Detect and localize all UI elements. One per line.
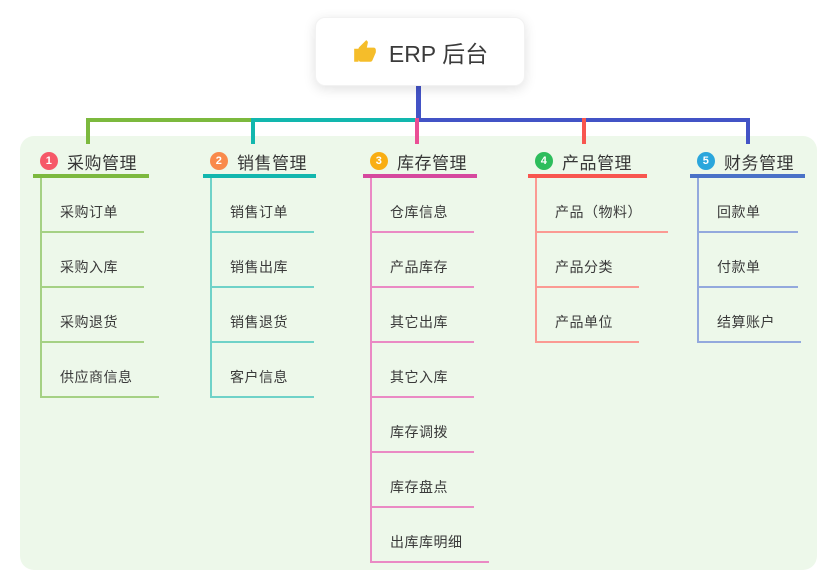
child-node[interactable]: 其它入库 xyxy=(372,343,474,398)
child-list: 产品（物料）产品分类产品单位 xyxy=(535,178,668,343)
branch-label: 产品管理 xyxy=(562,153,632,173)
child-list: 回款单付款单结算账户 xyxy=(697,178,805,343)
root-title: ERP 后台 xyxy=(388,40,489,67)
root-node[interactable]: ERP 后台 xyxy=(315,17,525,86)
child-node[interactable]: 回款单 xyxy=(699,178,798,233)
branch-title[interactable]: 2 销售管理 xyxy=(203,148,316,178)
child-node[interactable]: 销售出库 xyxy=(212,233,314,288)
branch-title[interactable]: 3 库存管理 xyxy=(363,148,477,178)
child-list: 销售订单销售出库销售退货客户信息 xyxy=(210,178,316,398)
branch-badge: 5 xyxy=(697,152,715,170)
branch-badge: 1 xyxy=(40,152,58,170)
branch-label: 库存管理 xyxy=(397,153,467,173)
child-list: 仓库信息产品库存其它出库其它入库库存调拨库存盘点出库库明细 xyxy=(370,178,489,563)
child-node[interactable]: 采购入库 xyxy=(42,233,144,288)
child-node[interactable]: 供应商信息 xyxy=(42,343,159,398)
branch-badge: 4 xyxy=(535,152,553,170)
branch-label: 销售管理 xyxy=(237,153,307,173)
branch-1: 1 采购管理采购订单采购入库采购退货供应商信息 xyxy=(33,148,159,398)
child-node[interactable]: 仓库信息 xyxy=(372,178,474,233)
branch-label: 财务管理 xyxy=(724,153,794,173)
branch-2: 2 销售管理销售订单销售出库销售退货客户信息 xyxy=(203,148,316,398)
child-node[interactable]: 付款单 xyxy=(699,233,798,288)
child-node[interactable]: 产品（物料） xyxy=(537,178,668,233)
branch-4: 4 产品管理产品（物料）产品分类产品单位 xyxy=(528,148,668,343)
thumbs-up-icon xyxy=(354,39,376,62)
child-node[interactable]: 库存调拨 xyxy=(372,398,474,453)
branch-badge: 2 xyxy=(210,152,228,170)
branch-badge: 3 xyxy=(370,152,388,170)
branch-label: 采购管理 xyxy=(67,153,137,173)
child-node[interactable]: 采购订单 xyxy=(42,178,144,233)
branch-title[interactable]: 4 产品管理 xyxy=(528,148,647,178)
child-node[interactable]: 产品分类 xyxy=(537,233,639,288)
child-node[interactable]: 其它出库 xyxy=(372,288,474,343)
child-node[interactable]: 销售订单 xyxy=(212,178,314,233)
child-node[interactable]: 销售退货 xyxy=(212,288,314,343)
branch-3: 3 库存管理仓库信息产品库存其它出库其它入库库存调拨库存盘点出库库明细 xyxy=(363,148,489,563)
child-node[interactable]: 客户信息 xyxy=(212,343,314,398)
child-node[interactable]: 产品单位 xyxy=(537,288,639,343)
child-node[interactable]: 库存盘点 xyxy=(372,453,474,508)
child-node[interactable]: 出库库明细 xyxy=(372,508,489,563)
child-node[interactable]: 结算账户 xyxy=(699,288,801,343)
canvas-panel xyxy=(20,136,817,570)
branch-title[interactable]: 1 采购管理 xyxy=(33,148,149,178)
child-node[interactable]: 采购退货 xyxy=(42,288,144,343)
branch-title[interactable]: 5 财务管理 xyxy=(690,148,805,178)
child-node[interactable]: 产品库存 xyxy=(372,233,474,288)
branch-5: 5 财务管理回款单付款单结算账户 xyxy=(690,148,805,343)
child-list: 采购订单采购入库采购退货供应商信息 xyxy=(40,178,159,398)
